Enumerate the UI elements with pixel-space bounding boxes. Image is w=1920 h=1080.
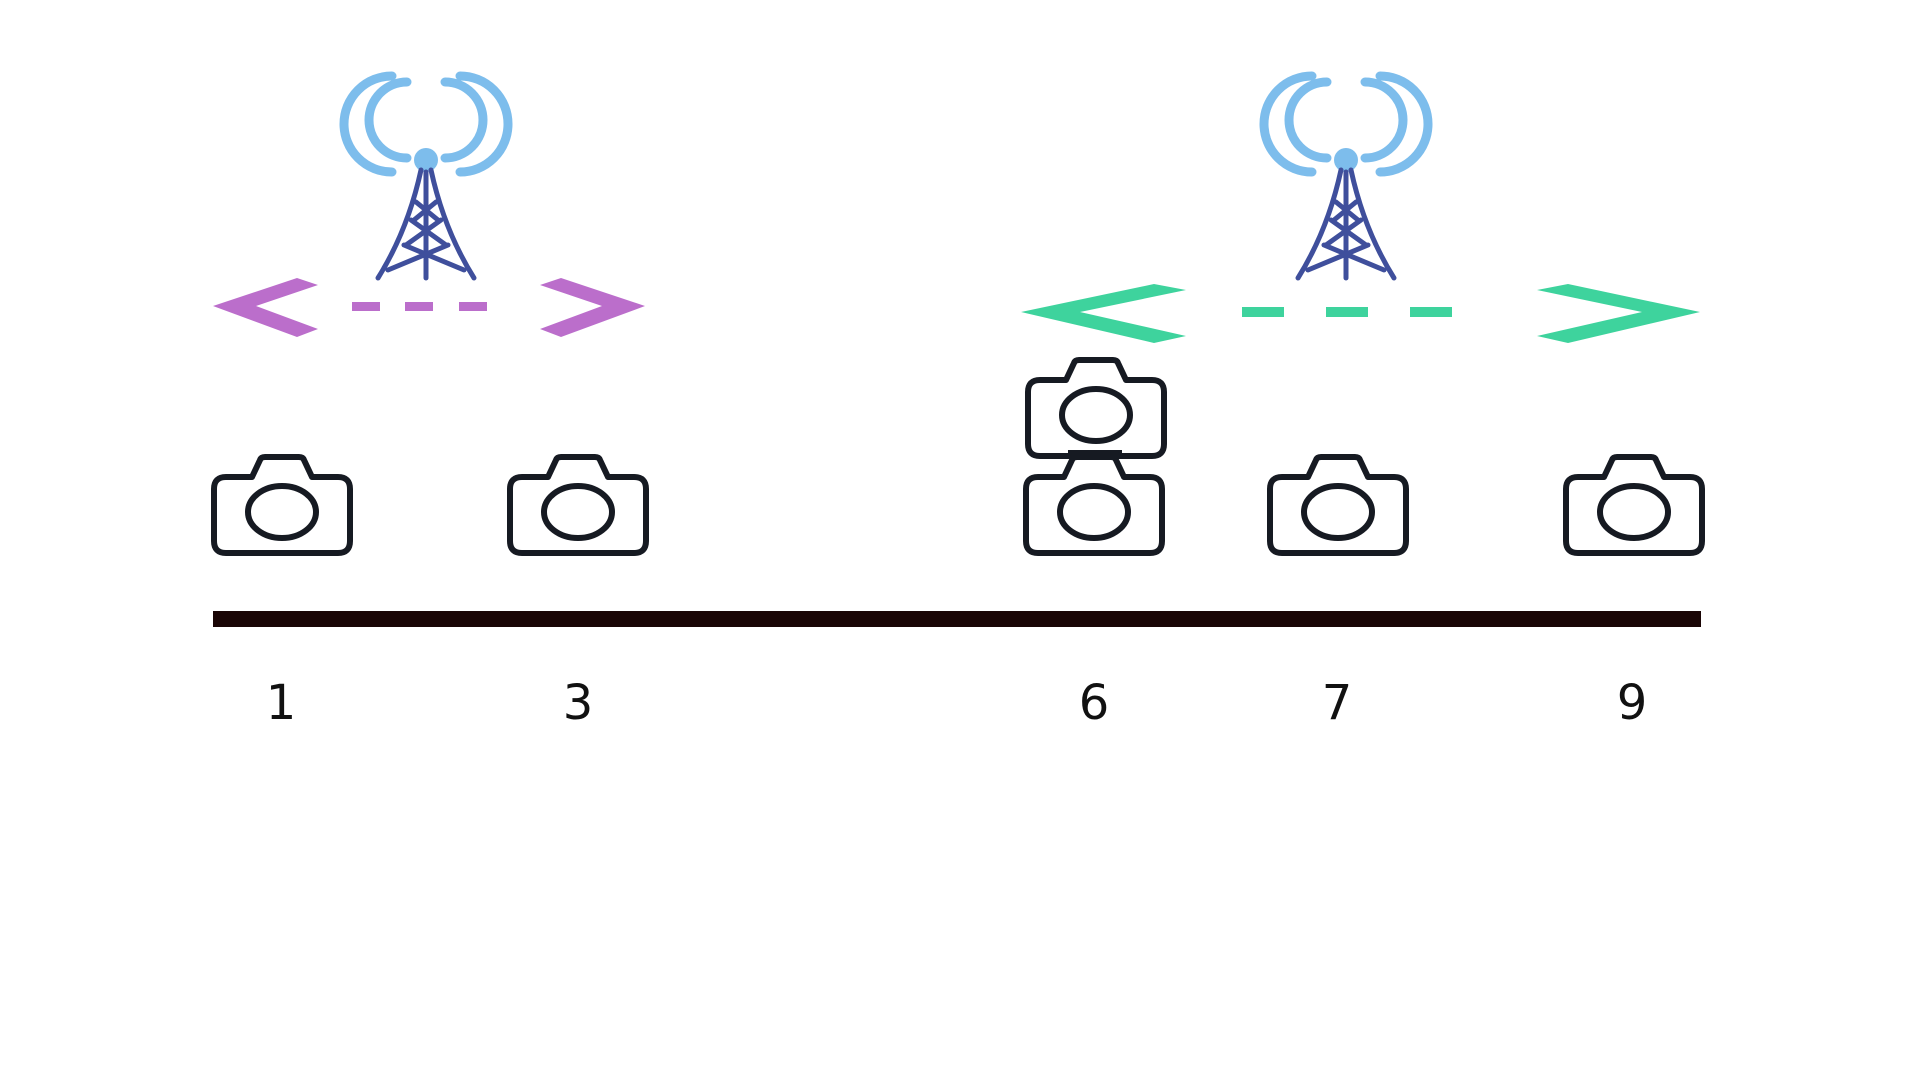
position-label-9: 9 [1617, 675, 1648, 731]
position-label-7: 7 [1322, 675, 1353, 731]
chevron-right-icon [540, 278, 645, 337]
camera-icon [1270, 457, 1406, 553]
camera-icon [1026, 457, 1162, 553]
position-label-6: 6 [1079, 675, 1110, 731]
camera-icon [510, 457, 646, 553]
camera-icon [1566, 457, 1702, 553]
dashed-line [352, 302, 487, 311]
radio-tower-icon [339, 71, 513, 281]
camera-stack-connector [1068, 450, 1122, 459]
position-label-3: 3 [563, 675, 594, 731]
coverage-range-right [1021, 284, 1700, 343]
chevron-left-icon [213, 278, 318, 337]
position-label-1: 1 [266, 675, 297, 731]
chevron-right-icon [1537, 284, 1700, 343]
radio-tower-icon [1259, 71, 1433, 281]
chevron-left-icon [1021, 284, 1186, 343]
axis-line [213, 611, 1701, 627]
camera-icon [214, 457, 350, 553]
camera-icon [1028, 360, 1164, 456]
dashed-line [1242, 307, 1452, 317]
coverage-range-left [213, 278, 645, 337]
